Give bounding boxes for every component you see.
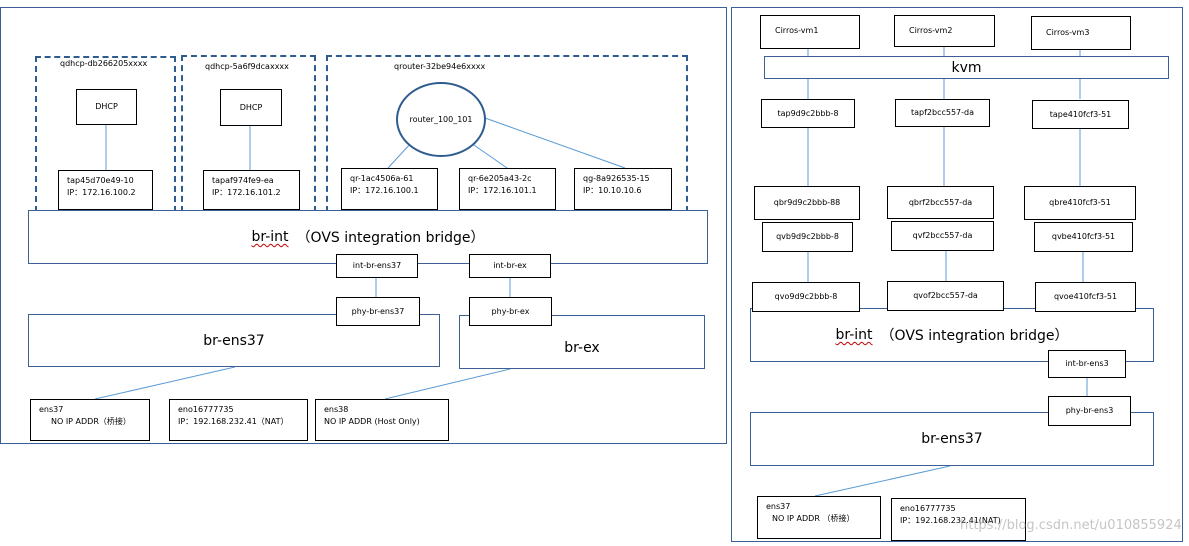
router-port-2: qr-6e205a43-2c IP：172.16.101.1 [459,168,556,210]
qvo-box-2: qvof2bcc557-da [887,281,1004,311]
int-br-ex-port: int-br-ex [469,254,551,278]
router-node: router_100_101 [396,82,486,157]
router-port-1: qr-1ac4506a-61 IP：172.16.100.1 [341,168,438,210]
right-br-int-name: br-int [835,327,873,343]
tap-box-2: tapaf974fe9-ea IP：172.16.101.2 [203,170,300,210]
right-br-int-desc: （OVS integration bridge） [880,328,1069,344]
tap-ip-1: IP：172.16.100.2 [67,188,136,197]
router-port-1-ip: IP：172.16.100.1 [350,186,419,195]
left-host-frame [0,7,727,444]
vm-name-3: Cirros-vm3 [1046,28,1090,37]
phy-br-ex-port: phy-br-ex [469,297,552,326]
left-br-ens37-name: br-ens37 [203,332,265,349]
dhcp-box-1: DHCP [76,89,137,125]
nic-ens37-left-desc: NO IP ADDR（桥接） [51,417,131,426]
qbr-box-2: qbrf2bcc557-da [887,186,994,219]
qvb-box-3: qvbe410fcf3-51 [1034,222,1133,252]
phy-br-ens37-port: phy-br-ens37 [336,297,420,326]
nic-eno-right-name: eno16777735 [900,504,956,513]
tap-name-1: tap45d70e49-10 [67,176,134,185]
router-port-3: qg-8a926535-15 IP：10.10.10.6 [574,168,672,210]
phy-br-ens3-port: phy-br-ens3 [1048,396,1131,426]
nic-ens37-right-desc: NO IP ADDR （桥接） [772,514,855,523]
int-br-ens37-port: int-br-ens37 [336,254,418,278]
tap-ip-2: IP：172.16.101.2 [212,188,281,197]
namespace-qdhcp-2-title: qdhcp-5a6f9dcaxxxx [205,62,289,71]
nic-eno-left: eno16777735 IP：192.168.232.41（NAT） [169,399,308,441]
nic-ens37-left-name: ens37 [39,405,64,414]
vm-tap-2: tapf2bcc557-da [895,99,990,127]
router-port-2-name: qr-6e205a43-2c [468,174,532,183]
nic-eno-right-desc: IP：192.168.232.41(NAT) [900,516,1001,525]
right-br-ens37-name: br-ens37 [921,431,983,447]
qvo-box-3: qvoe410fcf3-51 [1035,282,1136,312]
qvb-box-2: qvf2bcc557-da [891,221,994,251]
qbr-box-1: qbr9d9c2bbb-88 [754,186,860,220]
nic-eno-left-name: eno16777735 [178,405,234,414]
vm-box-1: Cirros-vm1 [760,15,860,49]
left-br-ens37-bridge: br-ens37 [28,314,440,367]
router-port-3-name: qg-8a926535-15 [583,174,650,183]
int-br-ens3-port: int-br-ens3 [1048,350,1126,378]
kvm-label: kvm [951,59,982,76]
nic-ens38-left: ens38 NO IP ADDR (Host Only) [315,399,449,441]
qbr-box-3: qbre410fcf3-51 [1024,186,1136,220]
router-port-3-ip: IP：10.10.10.6 [583,186,642,195]
kvm-hypervisor: kvm [764,56,1169,79]
left-br-int-desc: （OVS integration bridge） [296,230,485,246]
vm-box-2: Cirros-vm2 [894,15,995,47]
vm-name-2: Cirros-vm2 [909,26,953,35]
vm-box-3: Cirros-vm3 [1031,16,1131,50]
dhcp-box-2: DHCP [220,89,282,126]
br-ex-name: br-ex [564,340,600,356]
router-port-2-ip: IP：172.16.101.1 [468,186,537,195]
left-br-int-name: br-int [251,229,289,245]
namespace-qdhcp-1-title: qdhcp-db266205xxxx [60,59,148,68]
vm-name-1: Cirros-vm1 [775,26,819,35]
nic-ens38-left-desc: NO IP ADDR (Host Only) [324,417,420,426]
vm-tap-3: tape410fcf3-51 [1032,100,1129,129]
tap-name-2: tapaf974fe9-ea [212,176,274,185]
nic-ens37-right: ens37 NO IP ADDR （桥接） [757,496,881,539]
namespace-qrouter-title: qrouter-32be94e6xxxx [394,62,486,71]
qvb-box-1: qvb9d9c2bbb-8 [762,222,853,252]
qvo-box-1: qvo9d9c2bbb-8 [752,282,860,312]
nic-ens37-right-name: ens37 [766,502,791,511]
watermark: https://blog.csdn.net/u010855924 [960,518,1182,533]
router-port-1-name: qr-1ac4506a-61 [350,174,414,183]
vm-tap-1: tap9d9c2bbb-8 [761,99,855,128]
phy-br-ex-label: phy-br-ex [491,306,530,316]
nic-ens38-left-name: ens38 [324,405,349,414]
nic-eno-right: eno16777735 IP：192.168.232.41(NAT) [891,498,1026,541]
right-host-frame [731,7,1183,542]
nic-ens37-left: ens37 NO IP ADDR（桥接） [30,399,150,441]
tap-box-1: tap45d70e49-10 IP：172.16.100.2 [58,170,153,210]
nic-eno-left-desc: IP：192.168.232.41（NAT） [178,417,289,426]
